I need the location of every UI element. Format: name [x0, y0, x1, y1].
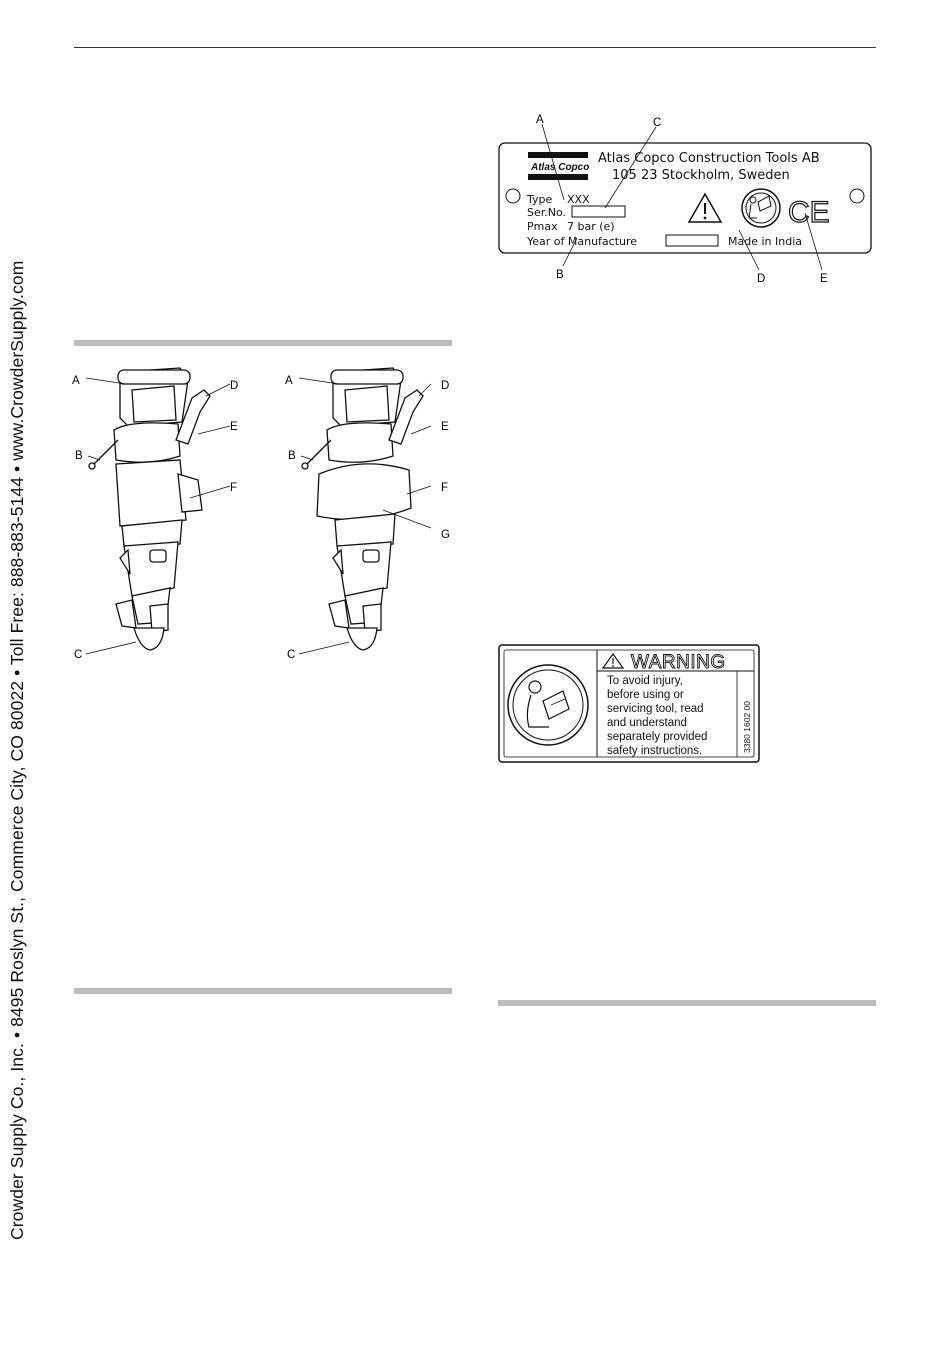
ce-mark-icon: CE: [788, 196, 830, 229]
tool-drawing-left: A B C D E F: [72, 367, 238, 661]
plate-callout-e: E: [820, 273, 828, 285]
warning-triangle-small-icon: [601, 652, 625, 669]
tool-figure-left: A B C D E F: [70, 360, 250, 665]
section-bar-left-top: [74, 340, 452, 346]
serial-field-box: [571, 205, 626, 218]
left-callout-f: F: [230, 482, 237, 494]
year-label: Year of Manufacture: [526, 235, 637, 248]
plate-callout-b: B: [556, 269, 564, 281]
read-manual-icon-large: [507, 664, 589, 746]
company-line-1: Atlas Copco Construction Tools AB: [598, 151, 820, 166]
plate-callout-a: A: [536, 114, 544, 126]
tool-figure-right: A B C D E F G: [283, 360, 458, 665]
right-callout-d: D: [441, 380, 449, 392]
type-label: Type: [526, 193, 552, 206]
warning-triangle-icon: [687, 192, 723, 223]
left-callout-a: A: [72, 375, 80, 387]
brand-logo: Atlas Copco: [530, 162, 589, 173]
right-callout-b: B: [288, 450, 296, 462]
section-bar-left-bottom: [74, 988, 452, 994]
left-callout-d: D: [230, 380, 238, 392]
warning-line-6: safety instructions.: [607, 745, 702, 757]
pmax-value: 7 bar (e): [567, 220, 615, 233]
mounting-hole-left-icon: [505, 188, 521, 204]
type-value: XXX: [567, 193, 590, 206]
warning-line-5: separately provided: [607, 731, 707, 743]
warning-line-2: before using or: [607, 689, 684, 701]
plate-callout-c: C: [653, 117, 661, 129]
left-callout-c: C: [74, 649, 82, 661]
right-callout-e: E: [441, 421, 449, 433]
right-callout-c: C: [287, 649, 295, 661]
mounting-hole-right-icon: [849, 188, 865, 204]
warning-label-drawing: WARNING To avoid injury, before using or…: [498, 644, 760, 763]
warning-title: WARNING: [631, 652, 726, 673]
left-callout-e: E: [230, 421, 238, 433]
logo-bar-icon: [528, 152, 588, 158]
left-callout-b: B: [75, 450, 83, 462]
warning-part-number: 3380 1602 00: [742, 701, 752, 753]
warning-line-1: To avoid injury,: [607, 675, 683, 687]
right-callout-g: G: [441, 529, 450, 541]
data-plate-figure: Atlas Copco Atlas Copco Construction Too…: [495, 110, 885, 290]
sidebar-contact-text: Crowder Supply Co., Inc. • 8495 Roslyn S…: [7, 260, 27, 1240]
section-bar-right-bottom: [498, 1000, 876, 1006]
read-manual-icon: [741, 188, 781, 228]
data-plate-drawing: Atlas Copco Atlas Copco Construction Too…: [498, 114, 872, 285]
header-rule: [74, 47, 876, 48]
right-callout-f: F: [441, 482, 448, 494]
right-callout-a: A: [285, 375, 293, 387]
serial-label: Ser.No.: [527, 206, 566, 219]
warning-label-figure: WARNING To avoid injury, before using or…: [497, 643, 763, 765]
tool-drawing-right: A B C D E F G: [285, 367, 450, 661]
plate-callout-d: D: [757, 273, 765, 285]
warning-line-4: and understand: [607, 717, 687, 729]
company-line-2: 105 23 Stockholm, Sweden: [612, 168, 790, 183]
year-field-box: [665, 234, 719, 247]
made-in-text: Made in India: [728, 235, 802, 248]
warning-line-3: servicing tool, read: [607, 703, 704, 715]
pmax-label: Pmax: [527, 220, 558, 233]
